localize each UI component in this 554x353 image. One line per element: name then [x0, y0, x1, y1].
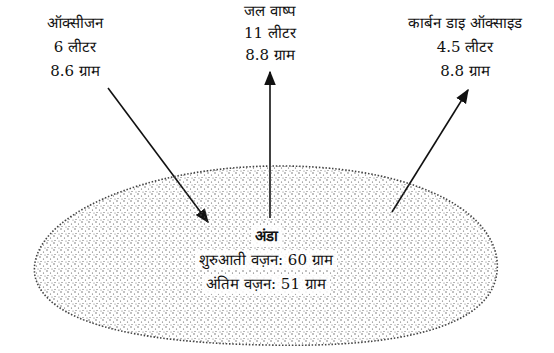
gas-label: ऑक्सीजन	[47, 14, 103, 32]
egg-heading: अंडा	[251, 226, 282, 246]
gas-label: जल वाष्प	[244, 2, 296, 20]
weight-text: अंतिम वज़न: 51 ग्राम	[202, 274, 329, 294]
gas-label: 8.6 ग्राम	[50, 62, 100, 80]
gas-label: 11 लीटर	[244, 24, 296, 42]
gas-label: 8.8 ग्राम	[245, 46, 295, 64]
egg-shape: अंडा शुरुआती वज़न: 60 ग्राम अंतिम वज़न: 51…	[25, 158, 507, 350]
gas-label: 6 लीटर	[54, 38, 96, 56]
gas-label: कार्बन डाइ ऑक्साइड	[408, 14, 522, 32]
gas-label: 8.8 ग्राम	[440, 62, 490, 80]
gas-label: 4.5 लीटर	[437, 38, 494, 56]
weight-text: शुरुआती वज़न: 60 ग्राम	[195, 250, 336, 270]
